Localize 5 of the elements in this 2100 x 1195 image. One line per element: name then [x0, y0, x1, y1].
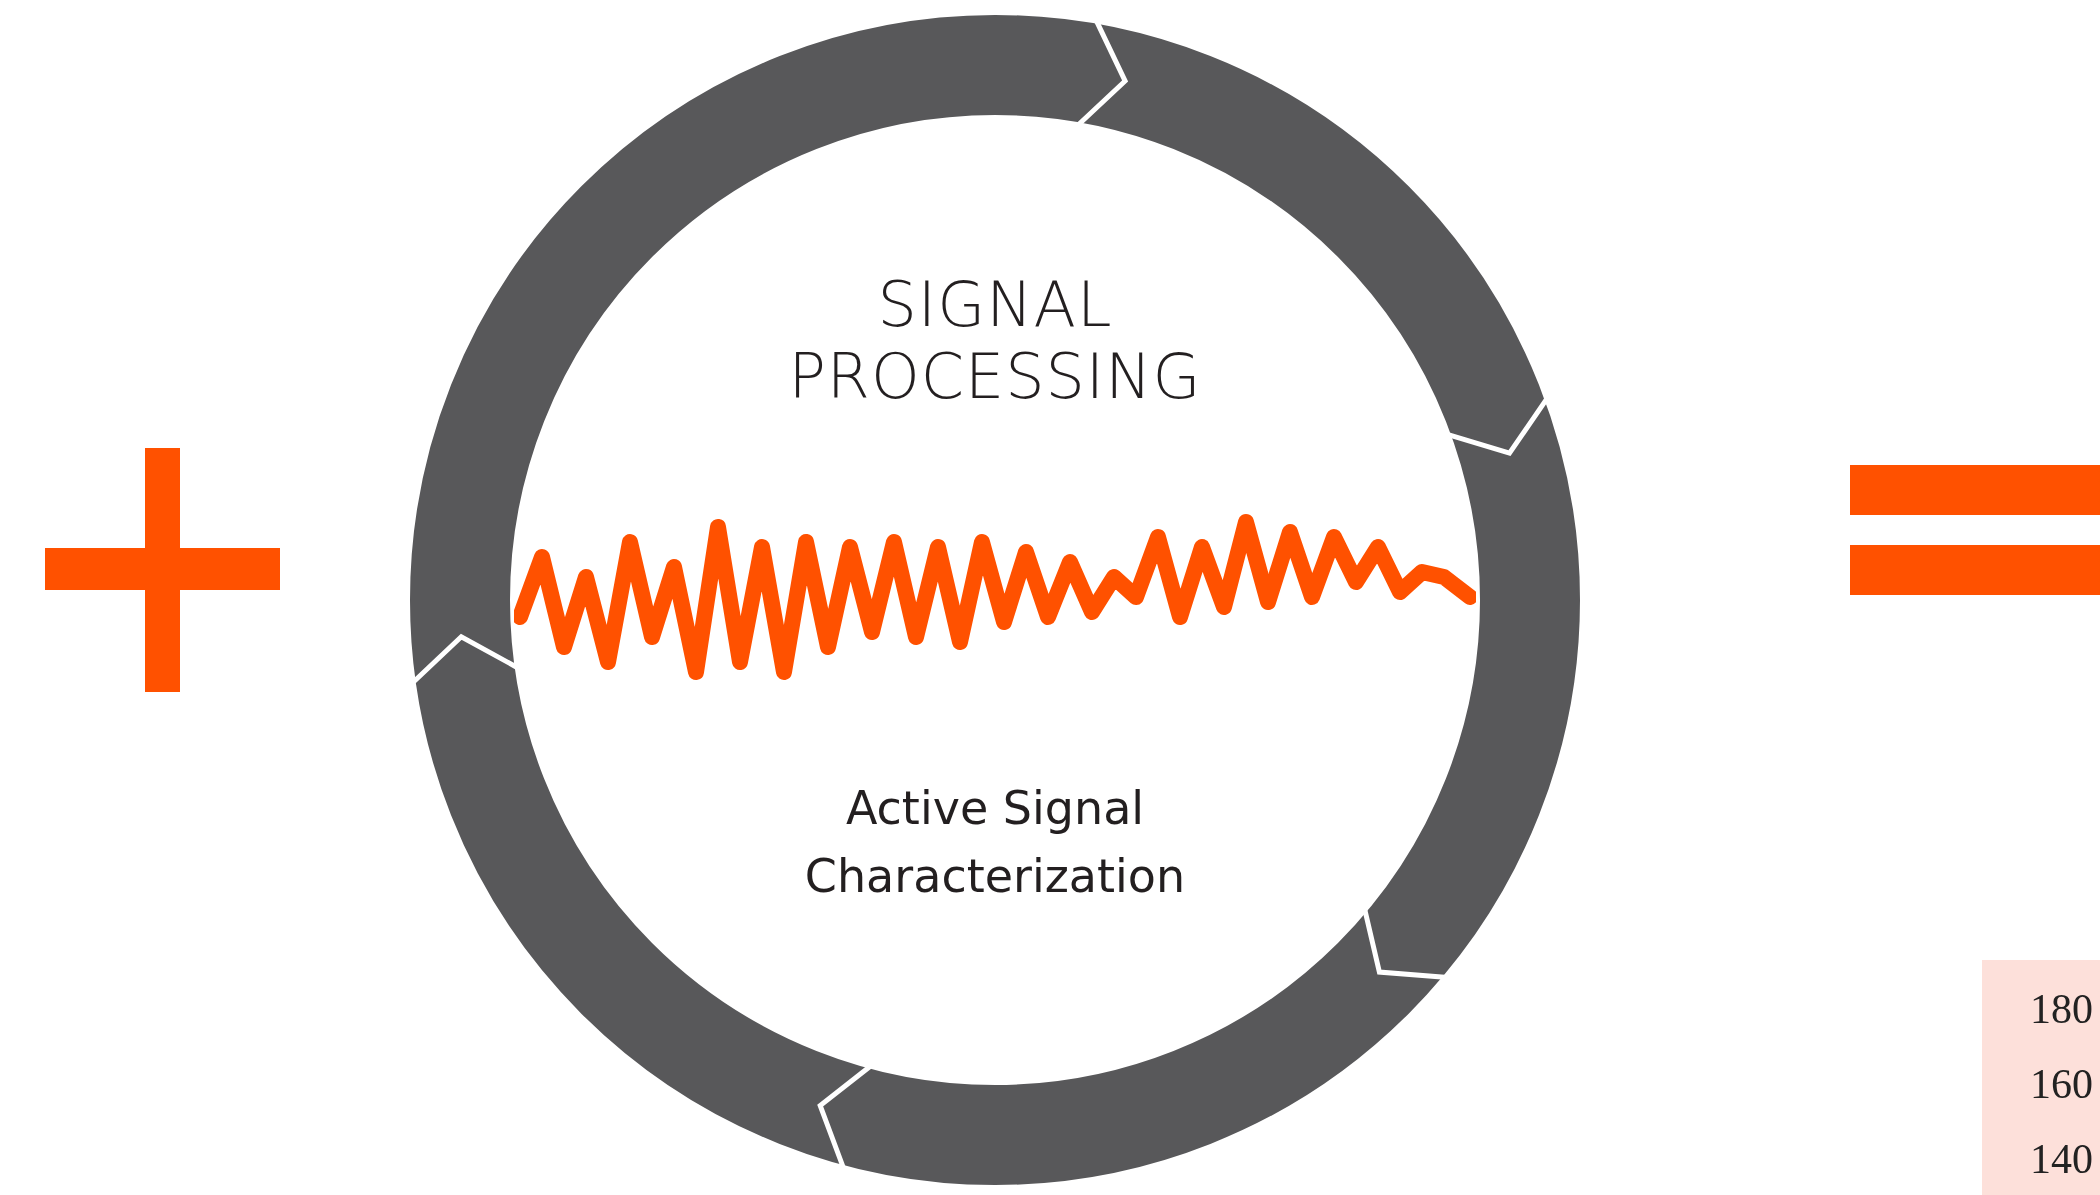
- subtitle-text: Active Signal Characterization: [803, 780, 1187, 905]
- axis-tick-label: 160: [2030, 1060, 2093, 1108]
- axis-tick-label: 140: [2030, 1135, 2093, 1183]
- heading-text: SIGNAL PROCESSING: [787, 269, 1203, 413]
- axis-tick-label: 180: [2030, 985, 2093, 1033]
